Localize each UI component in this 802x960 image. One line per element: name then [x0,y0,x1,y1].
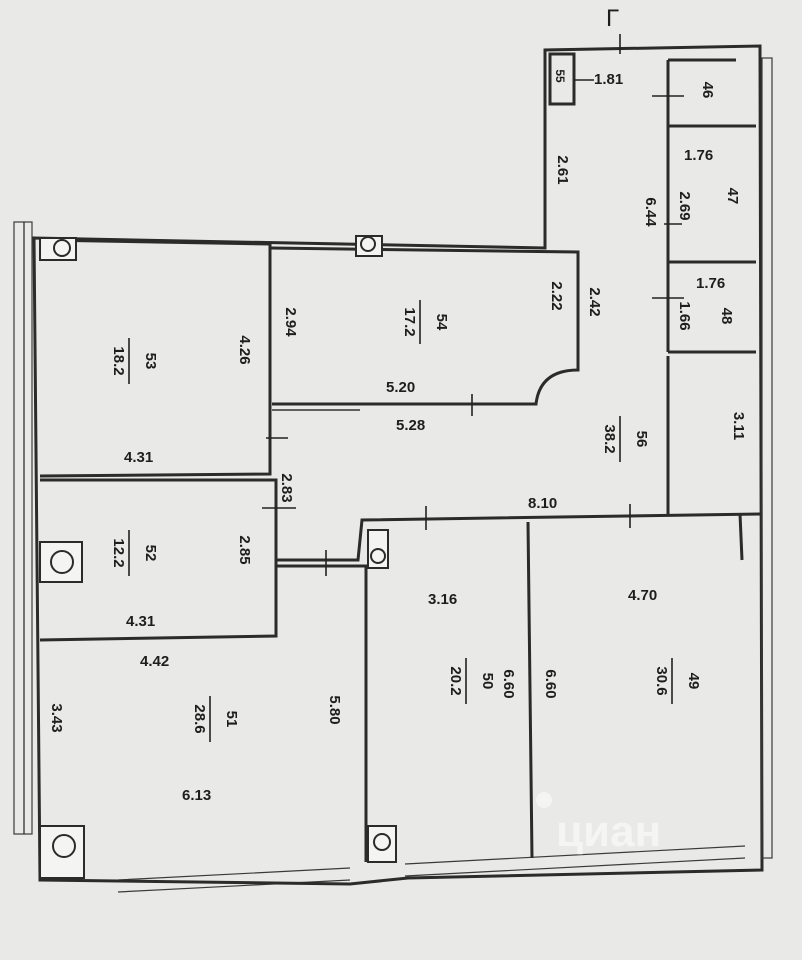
dim-17: 2.85 [236,535,253,564]
room-id-48: 48 [718,308,735,325]
room-area-51: 28.6 [191,704,208,733]
dim-12: 5.20 [386,379,415,396]
fixture-left-mid [39,541,83,583]
room-id-52: 52 [142,545,159,562]
room-area-49: 30.6 [653,666,670,695]
dim-25: 6.60 [500,669,517,698]
room-id-55: 55 [553,69,567,83]
dim-16: 2.83 [278,473,295,502]
dimension-labels: 1.81 2.61 6.44 1.76 2.69 1.76 1.66 2.42 … [48,71,747,804]
dim-20: 3.16 [428,591,457,608]
room-id-49: 49 [685,673,702,690]
dim-26: 6.60 [542,669,559,698]
fixture-bottom-left [39,825,85,879]
room-id-54: 54 [433,314,450,331]
dim-5: 2.69 [676,191,693,220]
room-id-53: 53 [142,353,159,370]
section-marker: Г [606,5,619,32]
watermark-text: циан [556,807,661,856]
dim-23: 3.43 [48,703,65,732]
room-area-52: 12.2 [110,538,127,567]
left-window [13,221,25,835]
dim-6: 1.76 [696,275,725,292]
dim-7: 1.66 [676,301,693,330]
room-id-47: 47 [724,188,741,205]
room-area-54: 17.2 [401,307,418,336]
room-area-53: 18.2 [110,346,127,375]
room-id-51: 51 [223,711,240,728]
fixture-top-mid [355,235,383,257]
watermark: циан [536,792,661,856]
dim-3: 6.44 [642,197,659,227]
dim-18: 4.31 [126,613,155,630]
dim-15: 4.31 [124,449,153,466]
dim-24: 5.80 [326,695,343,724]
room-id-56: 56 [633,431,650,448]
dim-11: 4.26 [236,335,253,364]
room-labels: 53 18.2 54 17.2 52 12.2 51 28.6 50 20.2 … [110,69,741,733]
dim-10: 2.94 [282,307,299,337]
dim-9: 2.22 [548,281,565,310]
dim-14: 3.11 [730,412,747,440]
room-id-50: 50 [479,673,496,690]
label-bars [128,300,673,742]
dim-2: 2.61 [554,155,571,184]
dim-8: 2.42 [586,287,603,316]
door-marks [262,34,684,576]
dim-1: 1.81 [594,71,623,88]
fixtures [39,235,397,879]
dim-19: 8.10 [528,495,557,512]
dim-22: 4.42 [140,653,169,670]
room-id-46: 46 [699,82,716,99]
dim-27: 6.13 [182,787,211,804]
fixture-bottom-mid [367,825,397,863]
dim-4: 1.76 [684,147,713,164]
room-area-56: 38.2 [601,424,618,453]
walls [13,44,773,893]
dim-21: 4.70 [628,587,657,604]
room-area-50: 20.2 [447,666,464,695]
dim-13: 5.28 [396,417,425,434]
